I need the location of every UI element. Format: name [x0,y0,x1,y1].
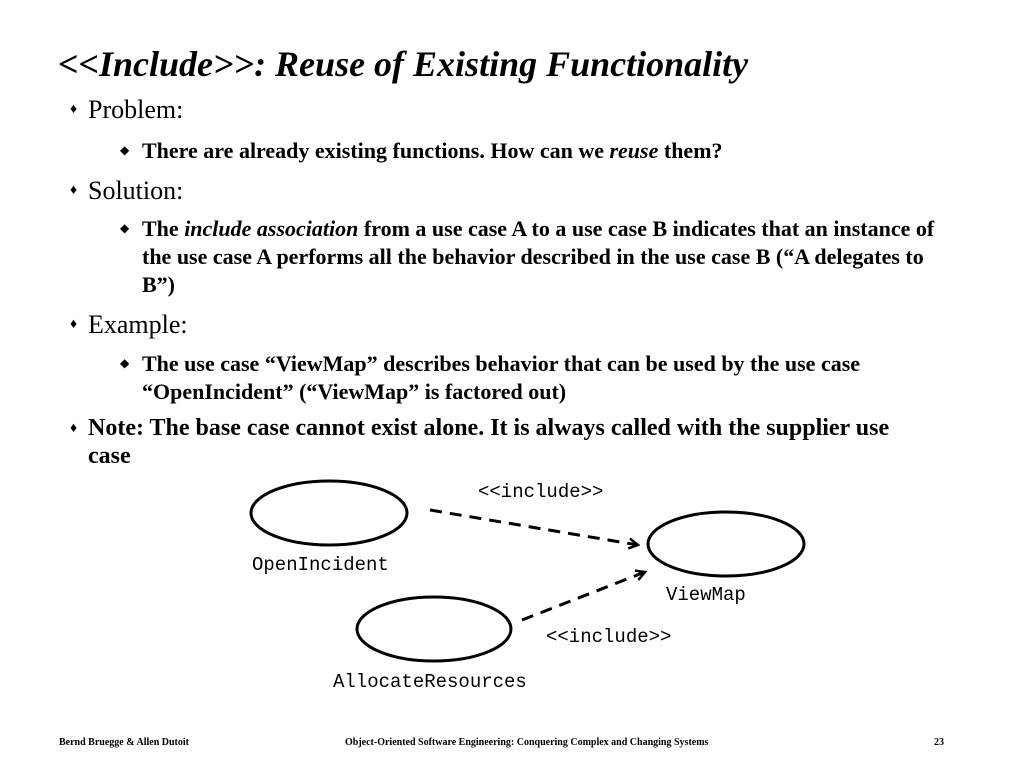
bullet-label: Note: The base case cannot exist alone. … [88,415,890,469]
sub-bullet-example: ◆ The use case “ViewMap” describes behav… [114,350,944,406]
include-arrow-top [429,508,638,545]
bullet-note: ♦ Note: The base case cannot exist alone… [58,414,938,470]
sub-bullet-text: There are already existing functions. Ho… [142,138,723,163]
diamond-bullet-icon: ♦ [70,421,78,436]
include-label-top: <<include>> [478,481,604,503]
sub-bullet-text: The use case “ViewMap” describes behavio… [142,351,861,404]
sub-bullet-text: The include association from a use case … [142,216,935,297]
footer-authors: Bernd Bruegge & Allen Dutoit [59,737,189,748]
allocate-resources-use-case [355,595,513,663]
bullet-label: Example: [88,310,188,339]
bullet-solution: ♦ Solution: [58,176,958,206]
bullet-problem: ♦ Problem: [58,95,958,125]
include-label-bottom: <<include>> [546,626,672,648]
diamond-bullet-icon: ♦ [70,317,78,332]
sub-bullet-icon: ◆ [120,356,130,370]
sub-bullet-icon: ◆ [120,143,130,157]
sub-bullet-problem: ◆ There are already existing functions. … [114,137,974,165]
diamond-bullet-icon: ♦ [70,102,78,117]
open-incident-use-case [249,479,409,547]
view-map-label: ViewMap [666,584,746,606]
slide-title: <<Include>>: Reuse of Existing Functiona… [58,44,749,84]
footer-book-title: Object-Oriented Software Engineering: Co… [345,737,709,748]
view-map-use-case [646,510,806,578]
sub-bullet-icon: ◆ [120,221,130,235]
diamond-bullet-icon: ♦ [70,183,78,198]
allocate-resources-label: AllocateResources [333,671,527,693]
bullet-label: Problem: [88,95,184,124]
bullet-example: ♦ Example: [58,310,958,340]
bullet-label: Solution: [88,176,184,205]
footer-page-number: 23 [934,737,944,748]
sub-bullet-solution: ◆ The include association from a use cas… [114,215,960,299]
open-incident-label: OpenIncident [252,554,389,576]
include-arrow-bottom [521,572,645,622]
